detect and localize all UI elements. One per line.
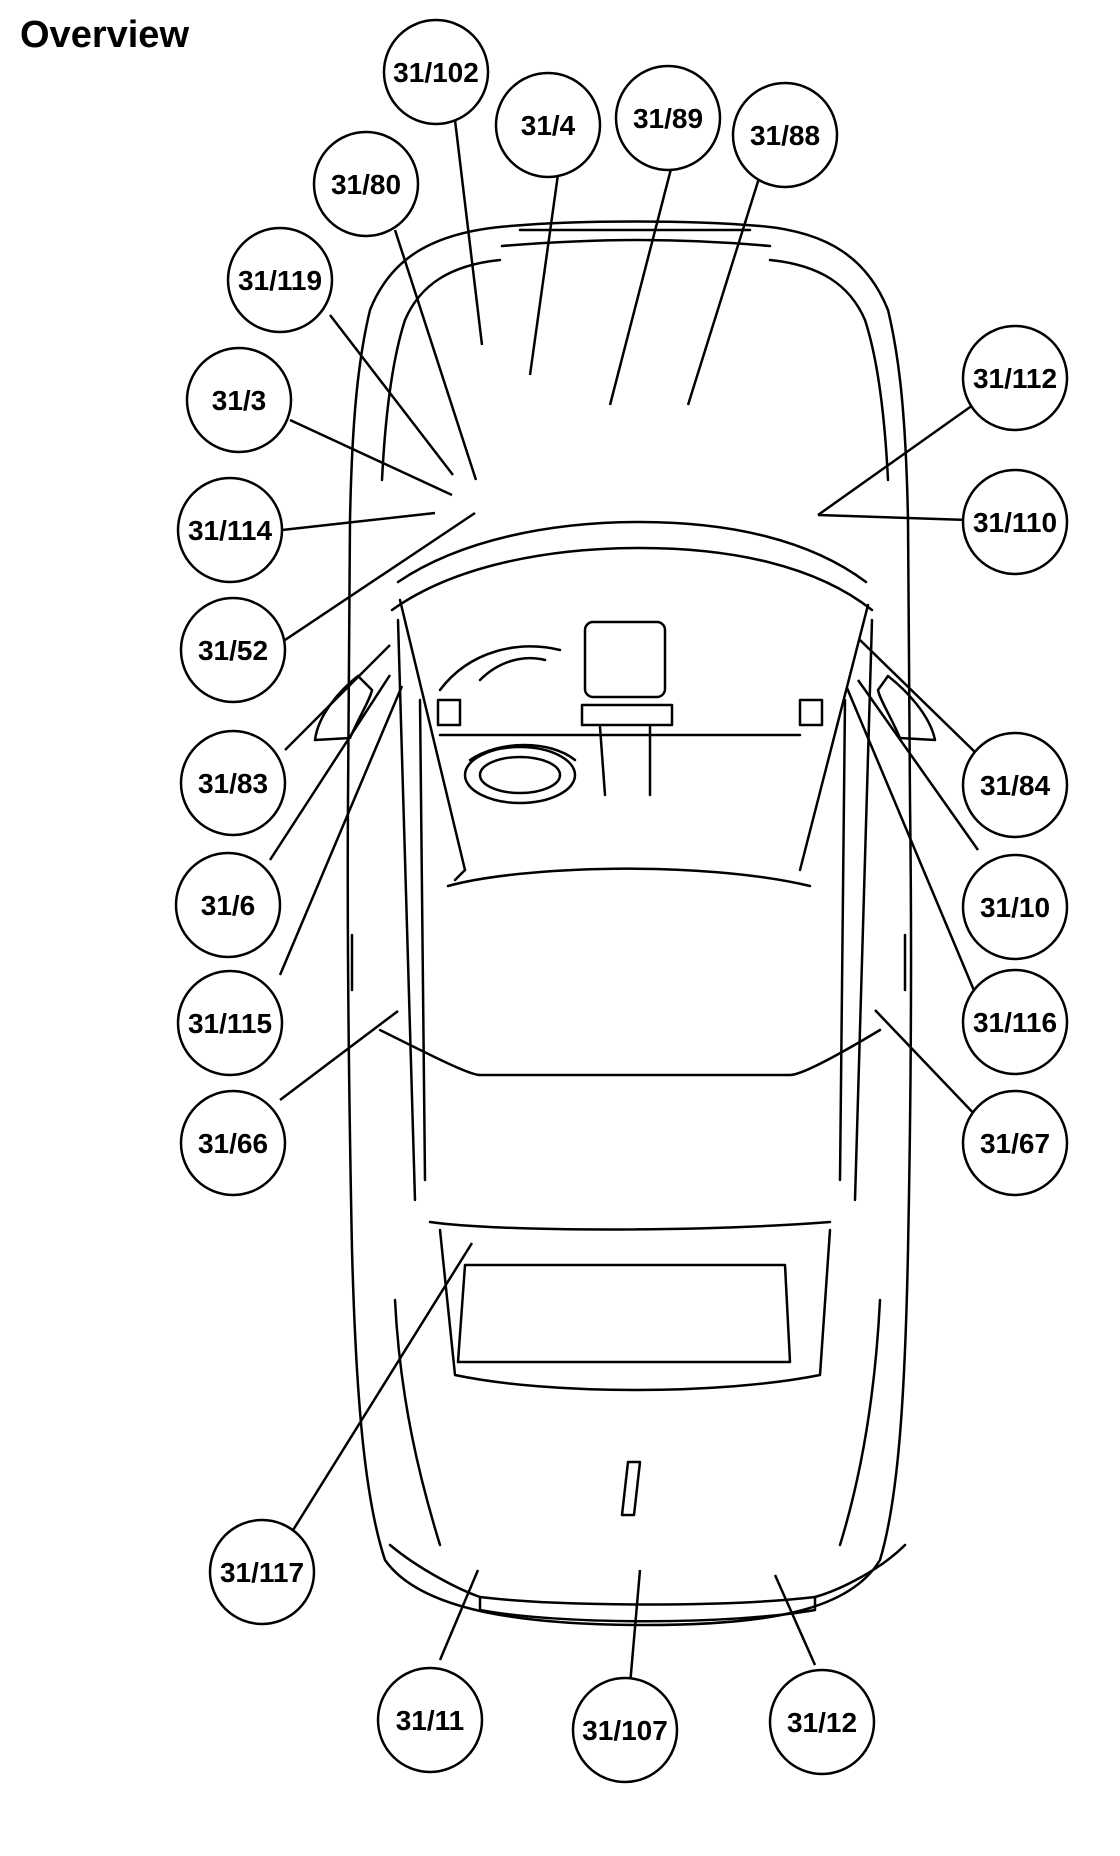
callout-label: 31/3 (212, 385, 267, 416)
callout-label: 31/110 (973, 507, 1057, 538)
callout-label: 31/112 (973, 363, 1057, 394)
callout-31-12: 31/12 (768, 1668, 876, 1776)
callout-label: 31/117 (220, 1557, 304, 1588)
car-outline (313, 220, 937, 1627)
callout-31-112: 31/112 (961, 324, 1069, 432)
callout-label: 31/88 (750, 120, 820, 151)
callout-31-84: 31/84 (961, 731, 1069, 839)
callout-31-3: 31/3 (185, 346, 293, 454)
callout-label: 31/4 (521, 110, 576, 141)
callouts: 31/102 31/4 31/89 31/88 31/80 31/119 31/… (174, 18, 1069, 1784)
callout-31-83: 31/83 (179, 729, 287, 837)
callout-label: 31/66 (198, 1128, 268, 1159)
callout-31-6: 31/6 (174, 851, 282, 959)
callout-31-80: 31/80 (312, 130, 420, 238)
callout-31-66: 31/66 (179, 1089, 287, 1197)
callout-31-115: 31/115 (176, 969, 284, 1077)
callout-31-107: 31/107 (571, 1676, 679, 1784)
callout-31-114: 31/114 (176, 476, 284, 584)
callout-31-67: 31/67 (961, 1089, 1069, 1197)
callout-label: 31/116 (973, 1007, 1057, 1038)
callout-31-117: 31/117 (208, 1518, 316, 1626)
callout-label: 31/11 (396, 1705, 465, 1736)
callout-31-88: 31/88 (731, 81, 839, 189)
callout-label: 31/12 (787, 1707, 857, 1738)
callout-31-10: 31/10 (961, 853, 1069, 961)
leader-lines (268, 119, 981, 1686)
callout-label: 31/84 (980, 770, 1050, 801)
callout-31-11: 31/11 (376, 1666, 484, 1774)
callout-label: 31/107 (582, 1715, 668, 1746)
callout-31-52: 31/52 (179, 596, 287, 704)
callout-31-89: 31/89 (614, 64, 722, 172)
callout-label: 31/52 (198, 635, 268, 666)
callout-label: 31/114 (188, 515, 273, 546)
callout-label: 31/83 (198, 768, 268, 799)
callout-label: 31/80 (331, 169, 401, 200)
callout-label: 31/115 (188, 1008, 272, 1039)
page-title: Overview (20, 14, 189, 56)
callout-31-110: 31/110 (961, 468, 1069, 576)
callout-label: 31/102 (393, 57, 479, 88)
callout-label: 31/67 (980, 1128, 1050, 1159)
callout-label: 31/10 (980, 892, 1050, 923)
callout-label: 31/119 (238, 265, 322, 296)
callout-31-116: 31/116 (961, 968, 1069, 1076)
callout-31-102: 31/102 (382, 18, 490, 126)
callout-31-4: 31/4 (494, 71, 602, 179)
callout-31-119: 31/119 (226, 226, 334, 334)
callout-label: 31/89 (633, 103, 703, 134)
callout-label: 31/6 (201, 890, 256, 921)
